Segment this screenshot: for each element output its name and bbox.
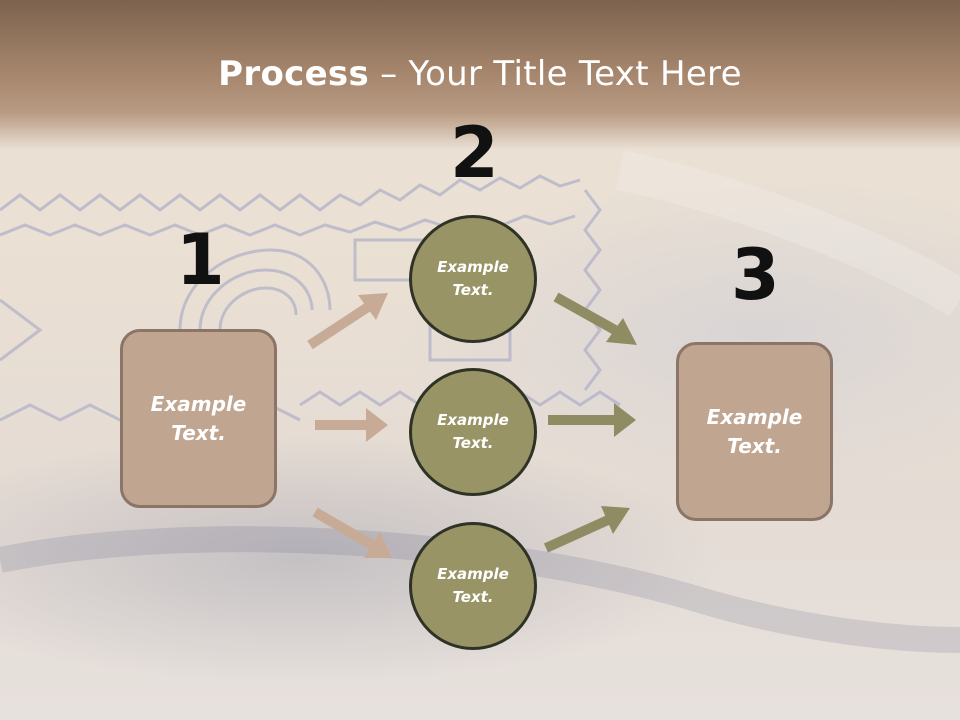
arrow-1-to-2-top (307, 293, 388, 350)
step-2-circle-middle[interactable]: Example Text. (409, 368, 537, 496)
step-1-box-text: Example Text. (150, 391, 247, 445)
step-3-box-text: Example Text. (706, 404, 803, 458)
title-band (0, 0, 960, 150)
slide-title: Process – Your Title Text Here (0, 54, 960, 94)
title-bold: Process (218, 54, 370, 94)
title-rest: – Your Title Text Here (369, 54, 742, 94)
step-2-number: 2 (450, 112, 499, 194)
step-2-circle-bottom-text: Example Text. (437, 565, 509, 606)
step-2-circle-top[interactable]: Example Text. (409, 215, 537, 343)
step-2-circle-bottom[interactable]: Example Text. (409, 522, 537, 650)
step-3-number: 3 (731, 234, 780, 316)
arrow-1-to-2-middle (315, 408, 388, 442)
arrow-1-to-2-bottom (312, 507, 392, 558)
step-1-number: 1 (176, 219, 225, 301)
step-2-circle-middle-text: Example Text. (437, 411, 509, 452)
step-1-box[interactable]: Example Text. (120, 329, 277, 508)
step-3-box[interactable]: Example Text. (676, 342, 833, 521)
arrow-2-to-3-bottom (543, 506, 630, 553)
arrow-2-to-3-middle (548, 403, 636, 437)
arrow-2-to-3-top (553, 292, 637, 345)
step-2-circle-top-text: Example Text. (437, 258, 509, 299)
